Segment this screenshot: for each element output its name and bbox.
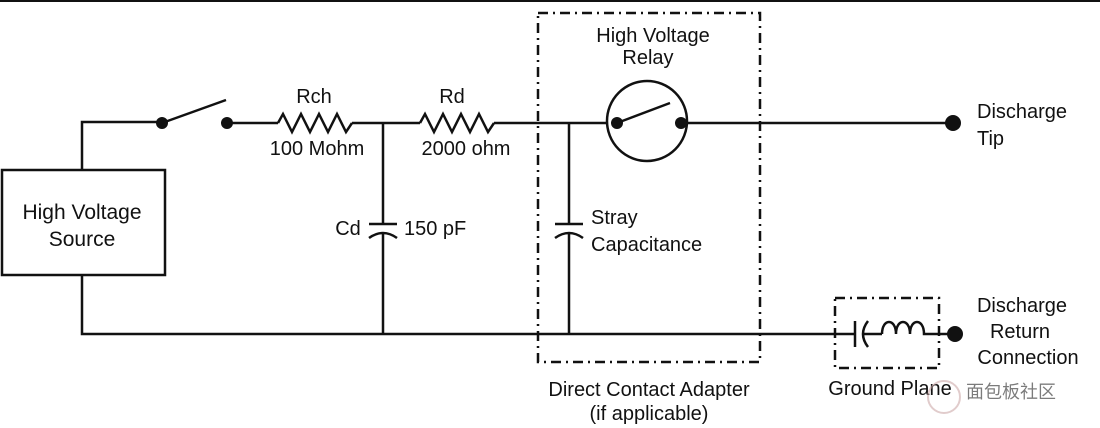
discharge-return-terminal [947,326,963,342]
source-label-line1: High Voltage [22,201,141,224]
high-voltage-source-box [0,168,167,277]
rd-value-label: 2000 ohm [422,138,511,160]
adapter-label-line2: (if applicable) [590,403,709,425]
relay-right-contact [675,117,687,129]
relay-blade [616,101,671,125]
rch-value-label: 100 Mohm [270,138,365,160]
watermark: 面包板社区 [927,380,1056,414]
switch-blade [161,98,227,125]
relay-label-line1: High Voltage [596,25,709,47]
ground-inductor [880,320,950,336]
resistor-rd [418,111,496,135]
adapter-label-line1: Direct Contact Adapter [548,379,750,401]
discharge-tip-label-line1: Discharge [977,101,1067,123]
relay-circle [605,79,689,163]
discharge-return-label-line3: Connection [977,347,1078,369]
ground-plane-label: Ground Plane [828,378,951,400]
return-wire [80,275,855,336]
direct-contact-adapter-box [536,11,762,364]
stray-label-line1: Stray [591,207,638,229]
discharge-return-label-line1: Discharge [977,295,1067,317]
discharge-tip-label-line2: Tip [977,128,1004,150]
rch-name-label: Rch [296,86,332,108]
rd-name-label: Rd [439,86,465,108]
relay-label-line2: Relay [622,47,673,69]
discharge-tip-terminal [945,115,961,131]
resistor-rch [276,111,354,135]
cd-value-label: 150 pF [404,218,466,240]
source-top-wire [80,120,160,170]
watermark-text: 面包板社区 [966,382,1056,402]
discharge-return-label-line2: Return [990,321,1050,343]
cd-name-label: Cd [335,218,361,240]
stray-label-line2: Capacitance [591,234,702,256]
source-label-line2: Source [49,228,116,251]
watermark-logo-icon [927,380,961,414]
